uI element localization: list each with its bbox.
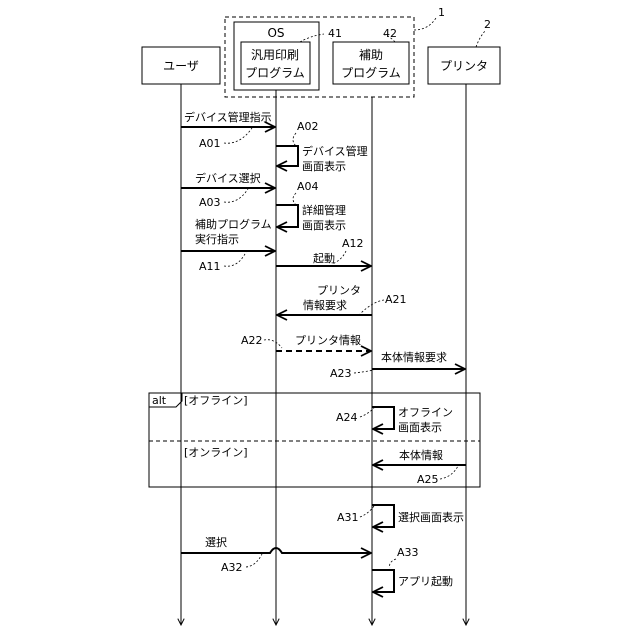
- guard-online: [オンライン]: [184, 446, 248, 459]
- a04-id: A04: [297, 180, 319, 193]
- helper-ref-number: 42: [383, 27, 397, 40]
- guard-offline: [オフライン]: [184, 394, 248, 407]
- a25-label: 本体情報: [399, 448, 443, 462]
- a21-line1: プリンタ: [317, 284, 361, 297]
- a11-line2: 実行指示: [195, 232, 239, 246]
- participant-helper-line1: 補助: [359, 48, 383, 62]
- a12-id: A12: [342, 237, 364, 250]
- a12-label: 起動: [313, 251, 335, 265]
- a24-id: A24: [336, 411, 358, 424]
- a01-label: デバイス管理指示: [184, 110, 272, 124]
- os-label: OS: [267, 26, 284, 40]
- a01-leader: [224, 128, 252, 143]
- a33-self-arrow: [372, 570, 394, 592]
- a32-id: A32: [221, 561, 243, 574]
- a02-self-arrow: [276, 146, 298, 166]
- a02-id: A02: [297, 120, 319, 133]
- a04-leader: [293, 193, 296, 205]
- a33-leader: [390, 559, 396, 568]
- a23-id: A23: [330, 367, 352, 380]
- a02-line1: デバイス管理: [302, 144, 368, 158]
- a03-leader: [224, 189, 248, 202]
- a03-id: A03: [199, 196, 221, 209]
- a32-leader: [246, 554, 262, 567]
- a23-label: 本体情報要求: [381, 350, 447, 364]
- printer-ref-leader: [476, 30, 486, 47]
- participant-generic-print-line1: 汎用印刷: [251, 48, 299, 62]
- a22-leader: [264, 340, 282, 348]
- a11-line1: 補助プログラム: [195, 217, 272, 231]
- a22-label: プリンタ情報: [295, 334, 361, 347]
- a24-line2: 画面表示: [398, 420, 442, 434]
- generic-print-ref-number: 41: [328, 27, 342, 40]
- a03-label: デバイス選択: [195, 171, 261, 185]
- a33-label: アプリ起動: [398, 574, 453, 588]
- system-ref-leader: [414, 18, 436, 30]
- a32-label: 選択: [205, 535, 227, 549]
- printer-ref-number: 2: [484, 18, 491, 31]
- a23-leader: [354, 370, 374, 373]
- a25-id: A25: [417, 473, 439, 486]
- participant-printer-label: プリンタ: [440, 59, 488, 73]
- participant-user-label: ユーザ: [163, 59, 199, 73]
- alt-tag: alt: [152, 394, 167, 407]
- generic-print-ref-leader: [300, 34, 324, 42]
- participant-helper-line2: プログラム: [341, 66, 401, 80]
- a31-id: A31: [337, 511, 359, 524]
- a31-self-arrow: [372, 505, 394, 527]
- a25-leader: [440, 466, 458, 479]
- a11-leader: [224, 252, 246, 266]
- a04-line1: 詳細管理: [302, 203, 346, 217]
- a02-line2: 画面表示: [302, 159, 346, 173]
- participant-generic-print-line2: プログラム: [245, 66, 305, 80]
- a02-leader: [293, 133, 296, 146]
- a24-self-arrow: [372, 407, 394, 429]
- a33-id: A33: [397, 546, 419, 559]
- system-ref-number: 1: [438, 6, 445, 19]
- a04-line2: 画面表示: [302, 218, 346, 232]
- a11-id: A11: [199, 260, 221, 273]
- a22-id: A22: [241, 334, 263, 347]
- a04-self-arrow: [276, 205, 298, 227]
- a01-id: A01: [199, 137, 221, 150]
- a21-line2: 情報要求: [303, 299, 347, 312]
- a31-label: 選択画面表示: [398, 510, 464, 524]
- a21-id: A21: [385, 293, 407, 306]
- a24-line1: オフライン: [398, 406, 453, 419]
